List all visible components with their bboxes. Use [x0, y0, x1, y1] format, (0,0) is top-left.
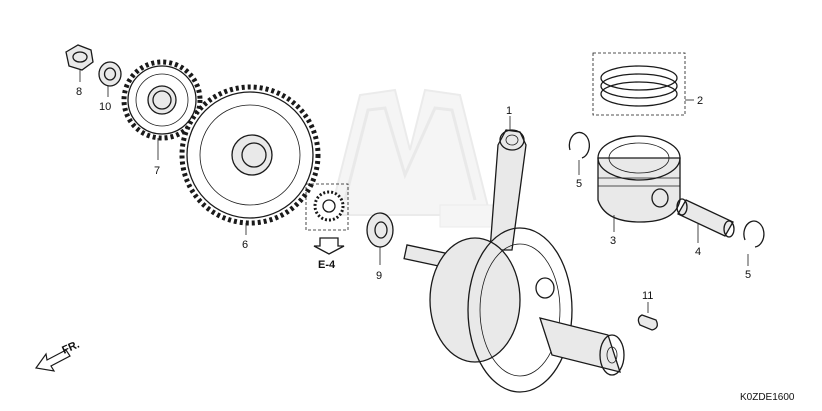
large-gear-part: [179, 84, 321, 226]
watermark-logo: [328, 88, 496, 228]
nut-part: [65, 44, 94, 71]
small-gear-part: [121, 59, 203, 141]
piston-clip-part-left: [568, 131, 590, 159]
front-direction-label: FR.: [60, 339, 81, 357]
part-label-3: 3: [610, 235, 616, 247]
piston-part: [597, 135, 681, 223]
thrust-washer-part: [366, 212, 394, 248]
part-label-4: 4: [695, 246, 701, 258]
washer-part: [98, 61, 122, 87]
part-label-9: 9: [376, 270, 382, 282]
reference-label: E-4: [318, 259, 336, 271]
part-label-6: 6: [242, 239, 248, 251]
piston-rings-part: [592, 52, 686, 116]
part-label-8: 8: [76, 86, 82, 98]
diagram-code: K0ZDE1600: [740, 392, 795, 403]
part-label-11: 11: [642, 290, 653, 302]
part-label-5-left: 5: [576, 178, 582, 190]
piston-pin-part: [676, 198, 735, 238]
part-label-2: 2: [697, 95, 703, 107]
part-label-5-right: 5: [745, 269, 751, 281]
part-label-10: 10: [99, 101, 111, 113]
part-label-1: 1: [506, 105, 512, 117]
reference-gear: [305, 183, 349, 255]
crankshaft-part: [403, 129, 625, 393]
piston-clip-part-right: [743, 220, 765, 248]
front-direction-arrow: [34, 349, 71, 372]
part-label-7: 7: [154, 165, 160, 177]
woodruff-key-part: [637, 314, 658, 331]
